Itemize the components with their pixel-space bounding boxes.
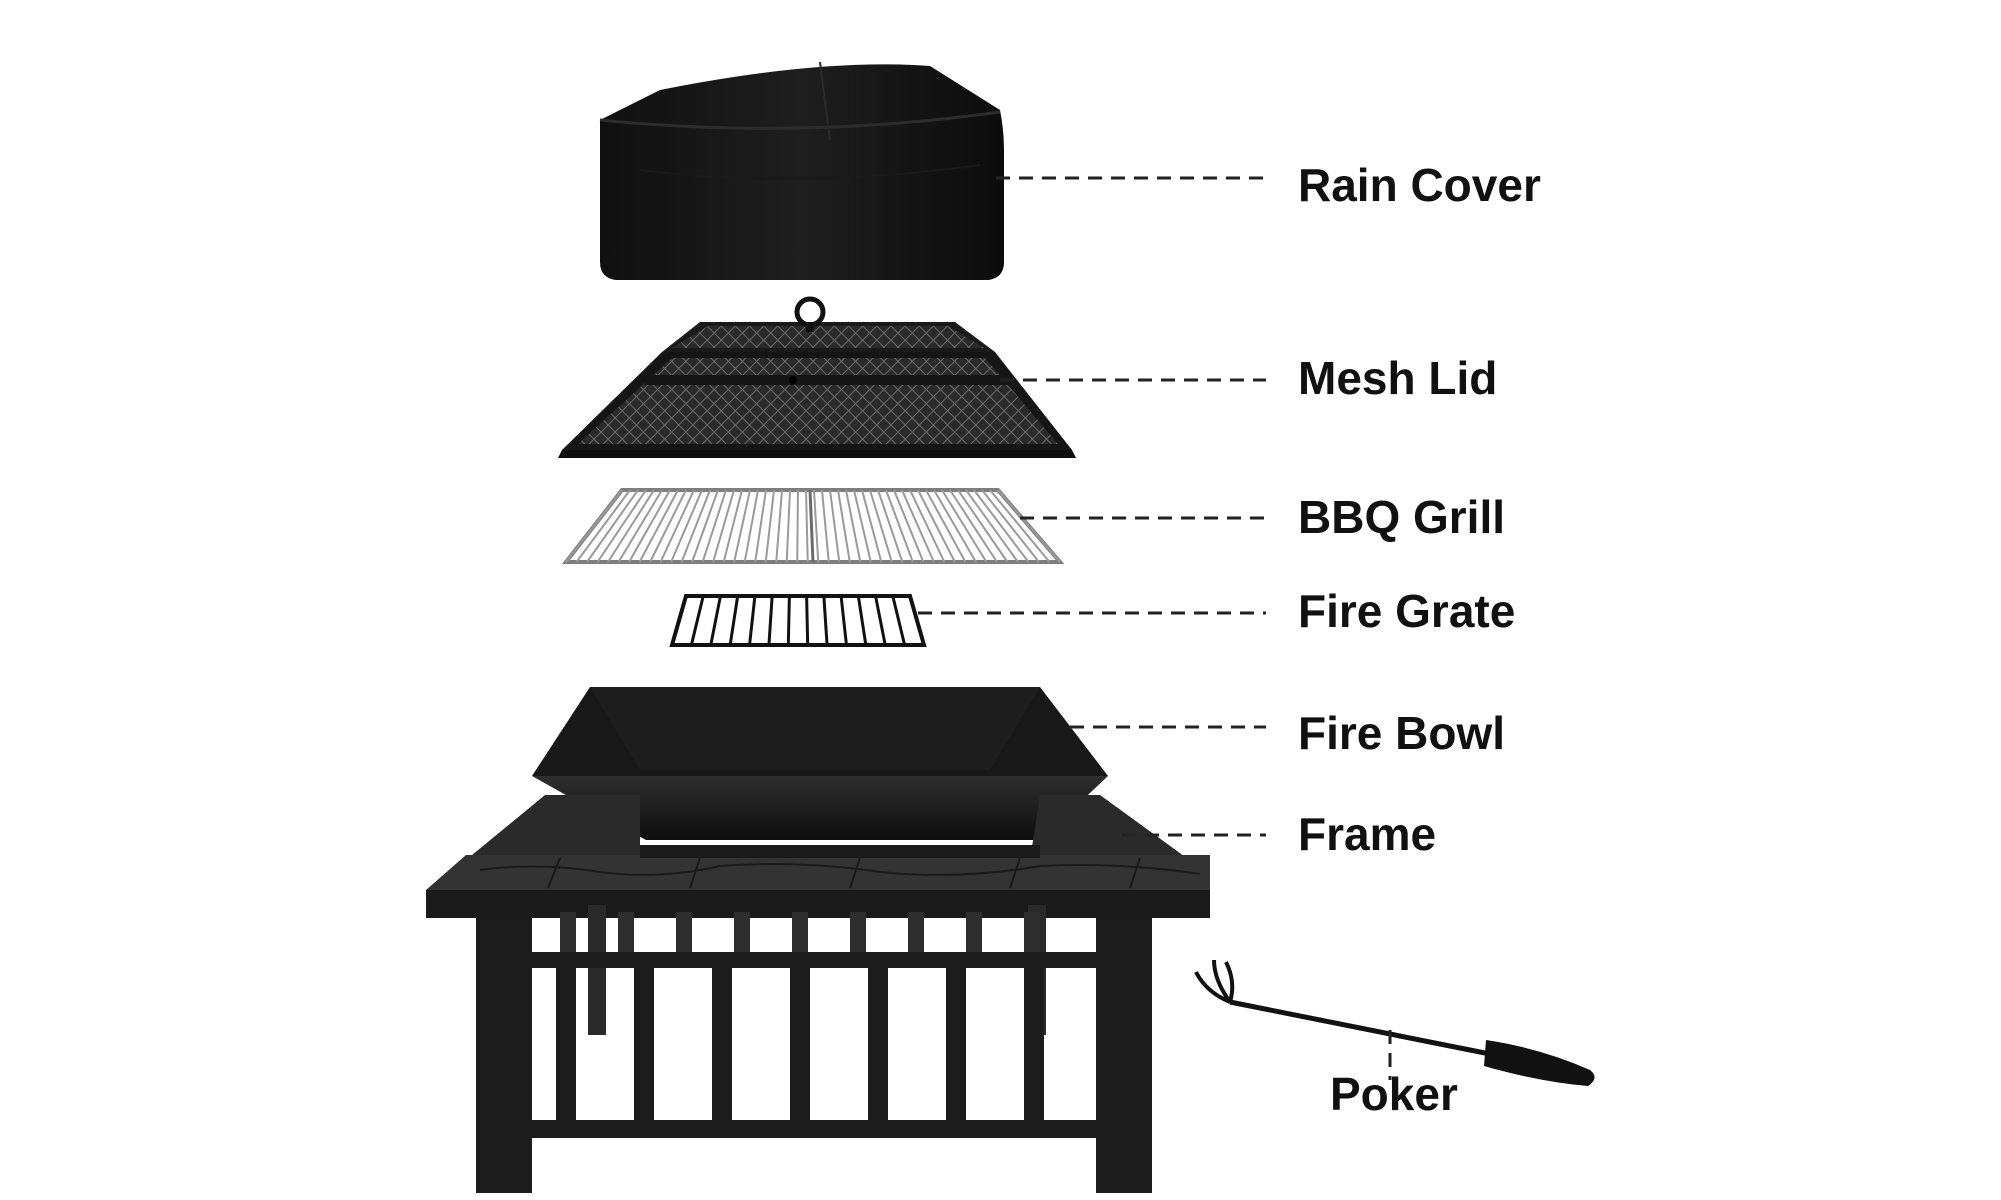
grill-bar [845,489,862,563]
grate-bar [728,595,740,646]
grill-bar [607,489,655,563]
label-poker: Poker [1330,1068,1458,1120]
grill-bar [701,489,727,563]
grill-bar [617,489,663,563]
grill-bar [785,489,791,563]
grill-bar [917,489,956,563]
grill-bar [733,489,751,563]
poker-illustration [1194,959,1595,1086]
grill-bar [680,489,711,563]
grate-bar [874,595,887,646]
bbq-grill-illustration [561,488,1065,564]
grill-bar [941,489,988,563]
grill-bar [649,489,687,563]
grill-bar [659,489,695,563]
grate-bar [839,595,848,646]
grill-bar [805,489,809,563]
grill-bar [957,489,1009,563]
grill-bar [893,489,925,563]
frame-back-slat [676,912,692,952]
grill-bar [670,489,703,563]
grill-bar [586,489,639,563]
grill-bar [764,489,775,563]
grill-bar [743,489,759,563]
frame-back-slat [1024,912,1040,952]
grill-bar [775,489,783,563]
label-bbq-grill: BBQ Grill [1298,491,1505,543]
grill-bar [861,489,883,563]
grill-bar [638,489,679,563]
frame-back-slat [618,912,634,952]
frame-slat [556,968,576,1120]
frame-back-slat [850,912,866,952]
grill-bar [575,489,631,563]
frame-slat [946,968,966,1120]
leader-lines [918,176,1392,1080]
grill-bar [925,489,967,563]
grill-bar [837,489,851,563]
grill-bar [949,489,998,563]
grill-bar [973,489,1030,563]
rain-cover-illustration [599,61,1004,281]
grate-bar [856,595,868,646]
grill-bar [596,489,647,563]
grill-bar [989,489,1051,563]
grill-bar [877,489,904,563]
frame-back-slat [908,912,924,952]
label-frame: Frame [1298,808,1436,860]
frame-slat [712,968,732,1120]
label-rain-cover: Rain Cover [1298,159,1541,211]
frame-back-slat [560,912,576,952]
grill-bar [829,489,841,563]
grill-bar [813,489,820,563]
frame-slat [790,968,810,1120]
frame-back-slat [966,912,982,952]
grill-bar [997,489,1061,563]
grill-bar [691,489,719,563]
grill-bar [853,489,872,563]
grill-bar [965,489,1019,563]
grill-bar [796,489,799,563]
frame-back-slat [792,912,808,952]
label-fire-bowl: Fire Bowl [1298,707,1505,759]
grill-bar [869,489,893,563]
frame-illustration [426,795,1210,1193]
grill-bar [909,489,946,563]
grill-bar [981,489,1040,563]
frame-slat [868,968,888,1120]
fire-grate-illustration [669,594,927,647]
frame-back-slat [734,912,750,952]
grill-bar [722,489,743,563]
grill-bar [754,489,767,563]
grate-bar [805,595,810,646]
grate-bar [709,595,722,646]
grate-bar [748,595,757,646]
grill-bar [933,489,977,563]
grill-bar [712,489,735,563]
grill-bar [901,489,935,563]
frame-slat [1024,968,1044,1120]
grill-bar [885,489,914,563]
grate-bar [767,595,774,646]
fire-bowl-illustration [532,687,1108,840]
label-mesh-lid: Mesh Lid [1298,352,1497,404]
grate-bar [822,595,829,646]
grate-bar [689,595,705,646]
label-fire-grate: Fire Grate [1298,585,1515,637]
frame-slat [634,968,654,1120]
grill-bar [821,489,830,563]
grate-bar [891,595,907,646]
grill-bar [628,489,671,563]
grill-bar [565,489,623,563]
mesh-lid-illustration [558,296,1076,458]
grate-bar [786,595,791,646]
